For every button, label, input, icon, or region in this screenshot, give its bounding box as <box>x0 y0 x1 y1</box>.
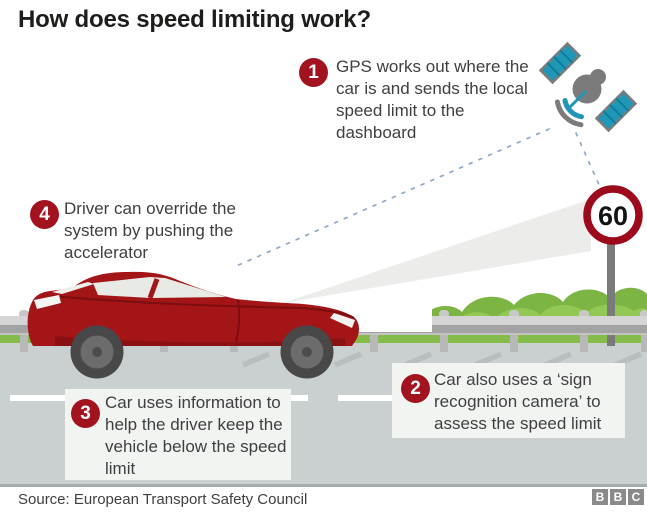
source-attribution: Source: European Transport Safety Counci… <box>18 491 308 508</box>
gps-signal-line-to-sign <box>575 132 601 188</box>
car-illustration <box>27 271 359 379</box>
car-headlight <box>330 313 355 328</box>
speed-limit-value: 60 <box>598 201 628 231</box>
car-tail-light <box>34 295 61 309</box>
callout-4-text: Driver can override the system by pushin… <box>64 199 236 262</box>
callout-2-badge: 2 <box>401 374 430 403</box>
callout-3-box: 3 Car uses information to help the drive… <box>65 389 291 480</box>
callout-4-badge: 4 <box>30 200 59 229</box>
sign-pole <box>607 243 615 346</box>
road-edge-line <box>0 484 647 487</box>
gps-signal-line-to-car <box>233 128 550 268</box>
car-windows <box>93 277 226 298</box>
callout-2-box: 2 Car also uses a ‘sign recognition came… <box>392 363 625 438</box>
callout-1-badge: 1 <box>299 58 328 87</box>
camera-beam <box>283 199 591 303</box>
bbc-logo-letter: B <box>592 489 608 505</box>
satellite-icon <box>538 41 638 133</box>
callout-1-text: GPS works out where the car is and sends… <box>336 57 529 142</box>
callout-3-badge: 3 <box>71 399 100 428</box>
bbc-logo-letter: B <box>610 489 626 505</box>
gps-signal-lines <box>233 128 601 268</box>
speed-limit-sign: 60 <box>583 185 643 245</box>
page-title: How does speed limiting work? <box>18 6 371 33</box>
callout-3-text: Car uses information to help the driver … <box>105 393 287 478</box>
car-rear-wheel <box>70 325 124 379</box>
bbc-logo-letter: C <box>628 489 644 505</box>
bbc-logo: B B C <box>592 489 644 505</box>
car-front-wheel <box>280 325 334 379</box>
callout-2-text: Car also uses a ‘sign recognition camera… <box>434 370 602 433</box>
